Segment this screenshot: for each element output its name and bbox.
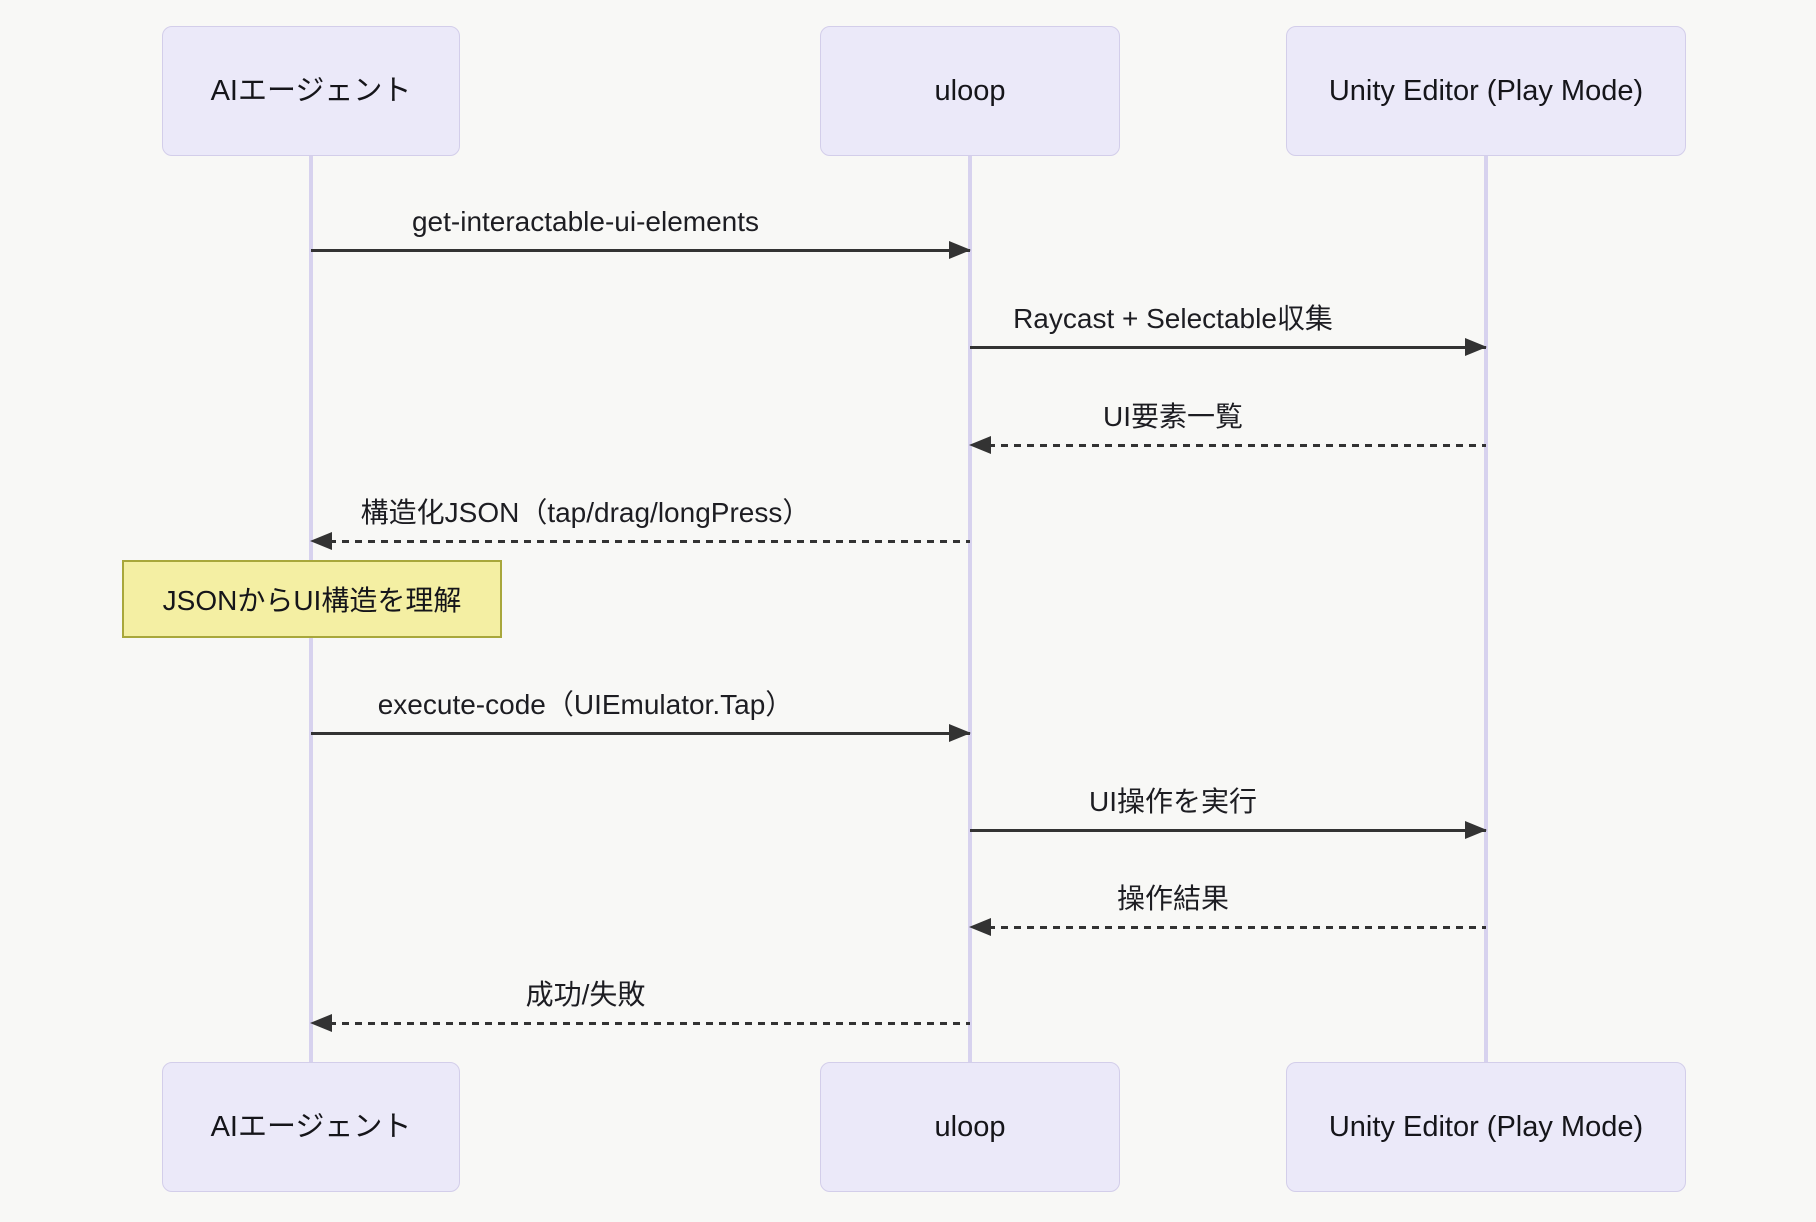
actor-ai-agent-top: AIエージェント <box>162 26 460 156</box>
arrowhead-left-icon <box>310 1013 332 1032</box>
message-label: get-interactable-ui-elements <box>411 205 760 237</box>
message-label: UI要素一覧 <box>1102 400 1243 432</box>
actor-label: AIエージェント <box>210 74 412 107</box>
arrowhead-right-icon <box>949 723 971 742</box>
arrowhead-right-icon <box>949 240 971 259</box>
note-json-ui-understanding: JSONからUI構造を理解 <box>122 560 502 638</box>
arrow-line <box>970 345 1486 349</box>
message-label: Raycast + Selectable収集 <box>1013 302 1333 334</box>
arrowhead-left-icon <box>969 917 991 936</box>
arrow-line <box>970 828 1486 832</box>
message-label: UI操作を実行 <box>1088 785 1257 817</box>
actor-label: AIエージェント <box>210 1110 412 1143</box>
arrowhead-left-icon <box>310 531 332 550</box>
message-label: 構造化JSON（tap/drag/longPress） <box>360 496 811 528</box>
arrow-line <box>988 443 1486 447</box>
actor-unity-editor-bottom: Unity Editor (Play Mode) <box>1286 1062 1686 1192</box>
actor-uloop-top: uloop <box>820 26 1120 156</box>
arrowhead-right-icon <box>1465 337 1487 356</box>
arrowhead-right-icon <box>1465 820 1487 839</box>
note-label: JSONからUI構造を理解 <box>162 585 462 616</box>
message-label: 成功/失敗 <box>525 978 646 1010</box>
arrow-line <box>311 731 970 735</box>
arrow-line <box>329 539 970 543</box>
arrowhead-left-icon <box>969 435 991 454</box>
arrow-line <box>329 1021 970 1025</box>
actor-label: Unity Editor (Play Mode) <box>1328 74 1644 107</box>
arrow-line <box>988 925 1486 929</box>
arrow-line <box>311 248 970 252</box>
lifeline-unity-editor <box>1484 156 1488 1062</box>
actor-label: Unity Editor (Play Mode) <box>1328 1110 1644 1143</box>
actor-uloop-bottom: uloop <box>820 1062 1120 1192</box>
actor-label: uloop <box>934 74 1006 107</box>
actor-ai-agent-bottom: AIエージェント <box>162 1062 460 1192</box>
message-label: 操作結果 <box>1116 882 1229 914</box>
actor-label: uloop <box>934 1110 1006 1143</box>
message-label: execute-code（UIEmulator.Tap） <box>377 688 794 720</box>
actor-unity-editor-top: Unity Editor (Play Mode) <box>1286 26 1686 156</box>
lifeline-uloop <box>968 156 972 1062</box>
